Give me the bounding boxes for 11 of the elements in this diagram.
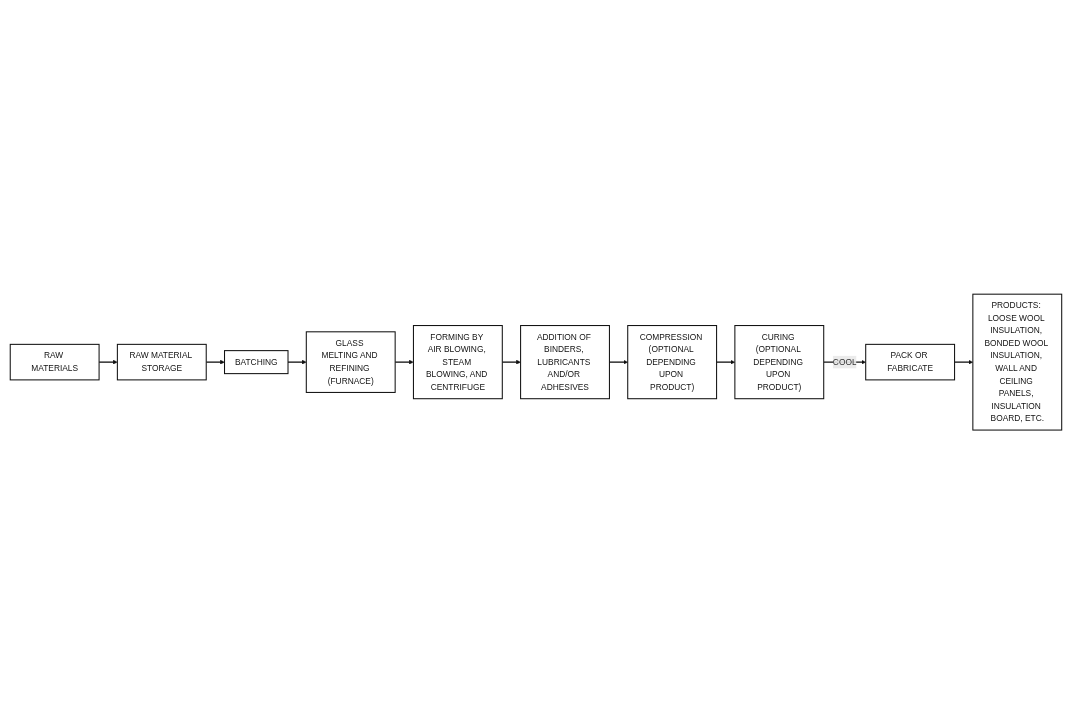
node-box: FORMING BY AIR BLOWING, STEAM BLOWING, AND CENTRIFUGE xyxy=(412,324,503,400)
node-box: BATCHING xyxy=(224,349,289,375)
edge-label: COOL xyxy=(832,357,857,367)
node-box: COMPRESSION (OPTIONAL DEPENDING UPON PRODUCT) xyxy=(627,324,718,400)
node-box: CURING (OPTIONAL DEPENDING UPON PRODUCT) xyxy=(734,324,825,400)
node-box: RAW MATERIAL STORAGE xyxy=(116,343,207,381)
node-box: GLASS MELTING AND REFINING (FURNACE) xyxy=(305,331,396,393)
node-box: PACK OR FABRICATE xyxy=(865,343,956,381)
node-box: PRODUCTS: LOOSE WOOL INSULATION, BONDED WOOL INSULATION, WALL AND CEILING PANELS, INSULATION BOARD, ETC. xyxy=(972,293,1063,431)
node-box: RAW MATERIALS xyxy=(9,343,100,381)
node-box: ADDITION OF BINDERS, LUBRICANTS AND/OR ADHESIVES xyxy=(520,324,610,400)
